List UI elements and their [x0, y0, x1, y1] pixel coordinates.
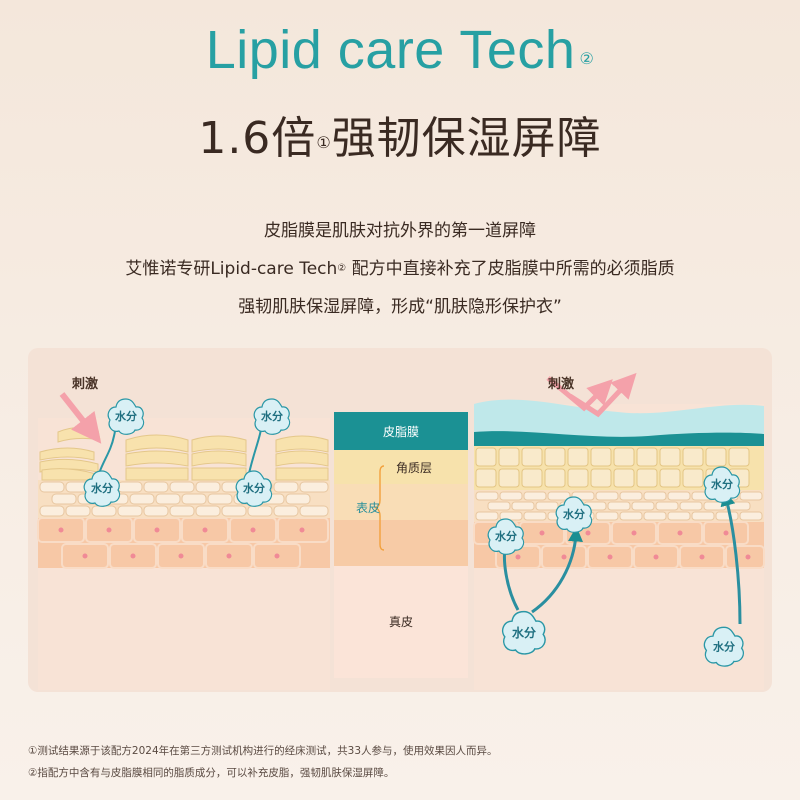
water-label: 水分: [495, 529, 517, 543]
right-droplet-upper-a: 水分: [487, 518, 525, 555]
legend-dermis-label: 真皮: [389, 615, 413, 629]
left-droplet-top-b: 水分: [253, 398, 291, 435]
damaged-skin-illustration: 刺激 水分 水分 水分 水分: [37, 376, 330, 690]
left-droplet-bottom-b: 水分: [235, 470, 273, 507]
left-dermis-cells: [37, 517, 330, 569]
water-label: 水分: [713, 639, 735, 653]
legend-corneum-layer: [334, 450, 468, 484]
water-label: 水分: [91, 481, 113, 495]
skin-diagram: 刺激 水分 水分 水分 水分 皮脂膜 角质层 表皮 真皮: [37, 372, 765, 690]
footnote-2: ②指配方中含有与皮脂膜相同的脂质成分，可以补充皮脂，强韧肌肤保湿屏障。: [28, 767, 395, 779]
description: 皮脂膜是肌肤对抗外界的第一道屏障 艾惟诺专研Lipid-care Tech② 配…: [0, 212, 800, 326]
right-stimulus-label: 刺激: [548, 376, 575, 392]
left-granular-cells: [38, 480, 330, 518]
headline-multiplier: 1.6倍: [198, 113, 317, 164]
description-mark: ②: [337, 263, 347, 274]
skin-layer-legend: 皮脂膜 角质层 表皮 真皮: [334, 412, 468, 678]
right-droplet-lower-a: 水分: [501, 610, 546, 655]
water-label: 水分: [711, 477, 733, 491]
footnote-1: ①测试结果源于该配方2024年在第三方测试机构进行的经床测试，共33人参与，使用…: [28, 745, 498, 757]
water-label: 水分: [243, 481, 265, 495]
legend-epidermis-label: 表皮: [356, 501, 380, 515]
left-stimulus-label: 刺激: [72, 376, 99, 392]
footnote-mark-1: ①: [316, 133, 332, 152]
epidermis-bracket: [374, 465, 385, 551]
right-sebum-film: [474, 399, 764, 440]
legend-corneum-label: 角质层: [396, 461, 432, 475]
legend-epidermis-layer: [334, 520, 468, 566]
water-label: 水分: [115, 409, 137, 423]
headline-chinese: 1.6倍①强韧保湿屏障: [0, 112, 800, 166]
description-line-2-b: 配方中直接补充了皮脂膜中所需的必须脂质: [346, 259, 675, 279]
left-stimulus-arrow: [59, 392, 102, 444]
left-droplet-top-a: 水分: [107, 398, 145, 435]
headline-claim: 强韧保湿屏障: [331, 113, 602, 164]
right-corneum-bricks: [474, 446, 764, 490]
right-droplet-lower-b: 水分: [703, 626, 745, 667]
skin-diagram-panel: 刺激 水分 水分 水分 水分 皮脂膜 角质层 表皮 真皮: [28, 348, 772, 692]
footnotes: ①测试结果源于该配方2024年在第三方测试机构进行的经床测试，共33人参与，使用…: [28, 740, 498, 784]
legend-sebum-label: 皮脂膜: [383, 424, 419, 439]
protected-skin-illustration: 刺激 水分 水分 水分 水分 水分: [473, 372, 765, 690]
legend-sebum-layer: [334, 412, 468, 450]
headline-english-text: Lipid care Tech: [205, 20, 576, 80]
water-label: 水分: [563, 507, 585, 521]
water-label: 水分: [512, 625, 536, 640]
description-line-1: 皮脂膜是肌肤对抗外界的第一道屏障: [264, 221, 536, 241]
description-line-3: 强韧肌肤保湿屏障，形成“肌肤隐形保护衣”: [238, 297, 562, 317]
footnote-mark-2: ②: [579, 51, 595, 68]
right-droplet-upper-b: 水分: [555, 496, 593, 533]
right-stimulus-arrows: [546, 372, 637, 418]
right-droplet-upper-c: 水分: [703, 466, 741, 503]
left-droplet-bottom-a: 水分: [83, 470, 121, 507]
description-line-2-a: 艾惟诺专研Lipid-care Tech: [125, 259, 338, 279]
description-line-2: 艾惟诺专研Lipid-care Tech② 配方中直接补充了皮脂膜中所需的必须脂…: [0, 250, 800, 288]
water-label: 水分: [261, 409, 283, 423]
